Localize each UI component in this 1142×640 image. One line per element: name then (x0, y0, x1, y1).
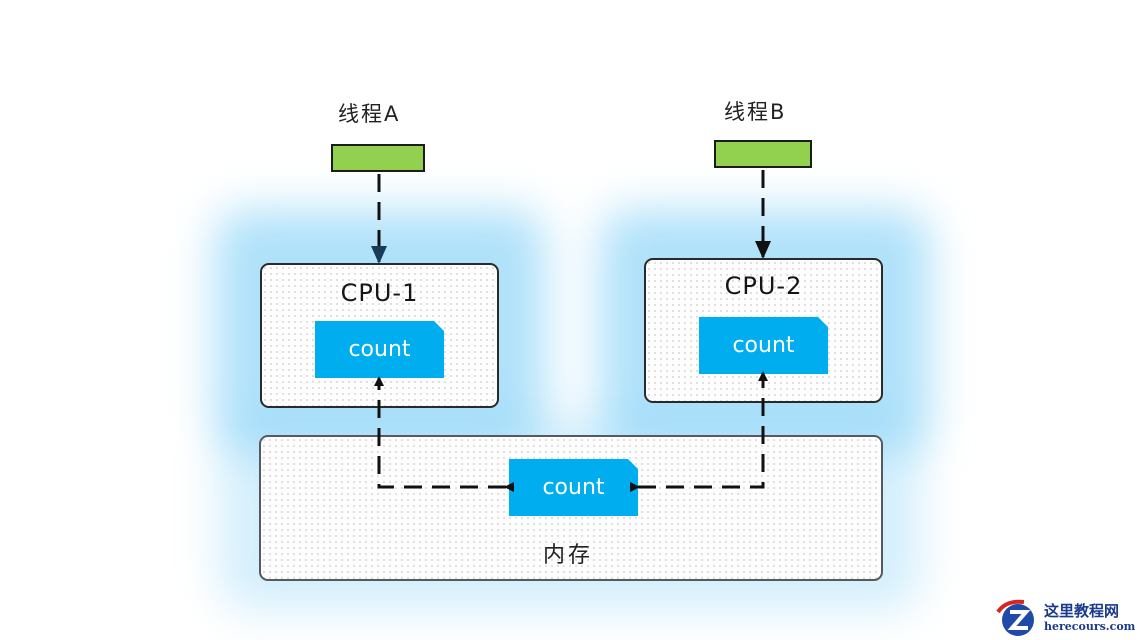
memory-to-cpu2-arrow (630, 371, 768, 492)
thread-a-label: 线程A (338, 102, 401, 126)
memory-count-label: count (542, 475, 605, 500)
cpu2-count-label: count (732, 333, 795, 358)
cpu2-title: CPU-2 (724, 272, 803, 300)
watermark-url: herecours.com (1044, 620, 1136, 633)
watermark: 这里教程网 herecours.com (994, 598, 1142, 640)
z-logo-icon (996, 599, 1034, 636)
cpu1-count-label: count (348, 337, 411, 362)
thread-b-bar (714, 140, 812, 168)
cpu2-count-variable: count (699, 317, 828, 374)
thread-b-label: 线程B (724, 100, 787, 124)
memory-count-variable: count (509, 459, 638, 516)
thread-a-bar (331, 144, 425, 172)
memory-box: count 内存 (259, 435, 883, 581)
watermark-name: 这里教程网 (1044, 602, 1120, 620)
memory-to-cpu1-arrow (374, 376, 514, 492)
memory-label: 内存 (543, 543, 594, 568)
cpu1-count-variable: count (315, 321, 444, 378)
cpu1-title: CPU-1 (340, 279, 419, 307)
